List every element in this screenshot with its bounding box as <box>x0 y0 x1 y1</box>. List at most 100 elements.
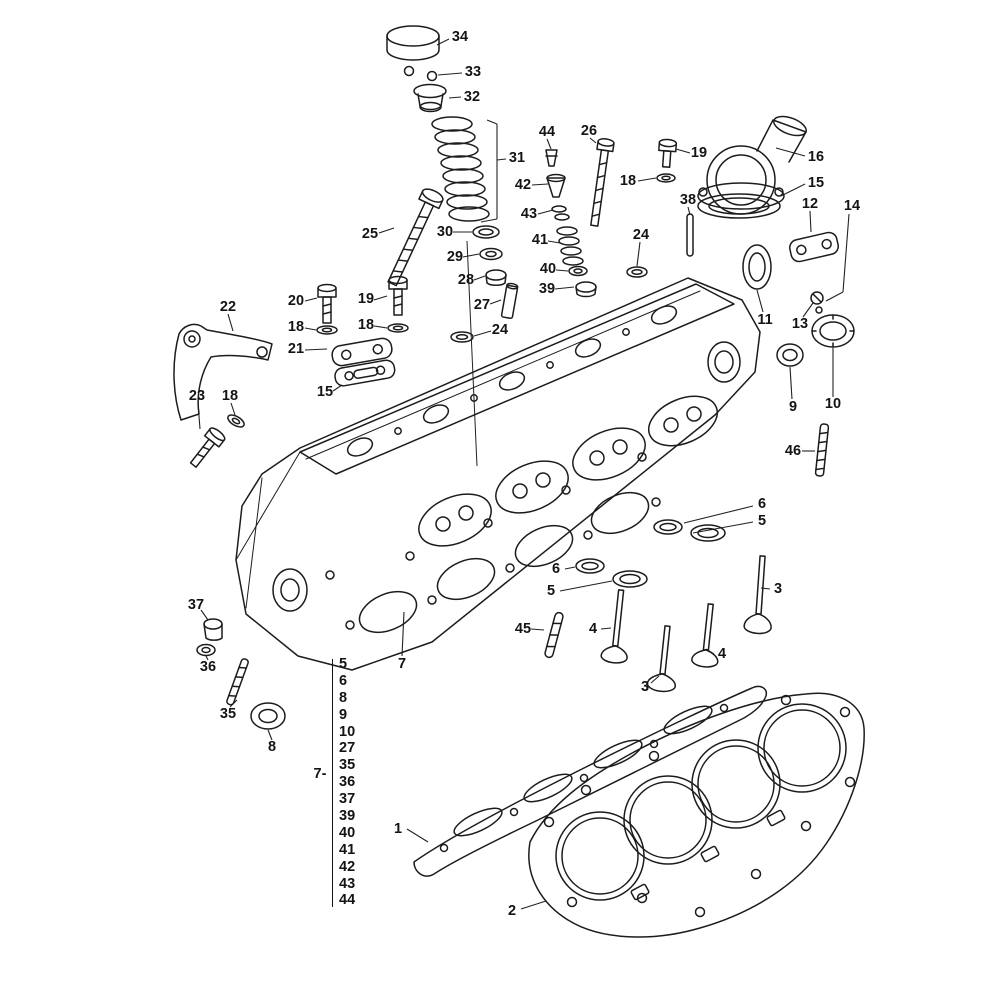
part-label-39: 39 <box>538 281 556 297</box>
part-list-bracket-line <box>332 659 338 907</box>
pin-38 <box>686 213 694 257</box>
part-label-4-left: 4 <box>588 621 598 637</box>
valve-keepers-33 <box>403 65 438 82</box>
part-list-item: 44 <box>339 892 356 909</box>
part-label-38: 38 <box>679 192 697 208</box>
bolt-23 <box>189 427 226 468</box>
washer-18-left-a <box>316 325 338 335</box>
spring-seat-40 <box>568 265 588 277</box>
valve-4-right <box>691 603 719 668</box>
part-list-item: 8 <box>339 689 348 706</box>
leader-lines <box>197 38 850 910</box>
shaft-seal-8 <box>250 702 286 730</box>
part-list-item: 5 <box>339 656 348 672</box>
head-gasket-1 <box>413 685 768 877</box>
valve-3-right <box>743 555 772 635</box>
cam-plug-34 <box>386 25 440 61</box>
bolt-25 <box>387 188 444 287</box>
thermostat-housing-16 <box>697 115 807 215</box>
washer-18-top <box>656 173 676 183</box>
bracket-22 <box>173 323 273 421</box>
part-label-18-c: 18 <box>357 317 375 333</box>
part-label-13: 13 <box>791 316 809 332</box>
part-label-43: 43 <box>520 206 538 222</box>
stud-35 <box>226 658 249 706</box>
part-label-23: 23 <box>188 388 206 404</box>
washer-18-bottom-left <box>227 414 245 428</box>
part-label-2: 2 <box>507 903 517 919</box>
valve-seat-5-left <box>612 570 648 588</box>
part-list-item: 40 <box>339 824 356 841</box>
valve-seat-6-left <box>575 558 605 574</box>
part-label-33: 33 <box>464 64 482 80</box>
part-label-31: 31 <box>508 150 526 166</box>
bolt-26 <box>590 138 615 227</box>
part-label-28: 28 <box>457 272 475 288</box>
stud-46 <box>814 423 830 477</box>
bolt-19-left <box>388 275 408 316</box>
cap-10 <box>811 314 855 348</box>
part-list-item: 42 <box>339 858 356 875</box>
head-gasket-2 <box>528 692 865 938</box>
part-list-item: 35 <box>339 757 356 774</box>
part-label-6-right: 6 <box>757 496 767 512</box>
part-label-7: 7 <box>397 656 407 672</box>
part-label-26: 26 <box>580 123 598 139</box>
part-label-29: 29 <box>446 249 464 265</box>
part-label-41: 41 <box>531 232 549 248</box>
seal-29 <box>479 247 503 261</box>
part-label-15-right: 15 <box>807 175 825 191</box>
part-label-22: 22 <box>219 299 237 315</box>
part-label-42: 42 <box>514 177 532 193</box>
valve-4-left <box>600 589 628 664</box>
bolt-19-top <box>658 138 678 168</box>
seal-11 <box>742 244 772 290</box>
part-label-19-top: 19 <box>690 145 708 161</box>
part-label-14: 14 <box>843 198 861 214</box>
part-label-18-b: 18 <box>287 319 305 335</box>
part-list-item: 43 <box>339 875 356 892</box>
part-label-32: 32 <box>463 89 481 105</box>
gasket-15-left <box>334 359 396 387</box>
part-label-40: 40 <box>539 261 557 277</box>
part-list-item: 9 <box>339 706 348 723</box>
part-label-18-a: 18 <box>619 173 637 189</box>
part-list-item: 36 <box>339 774 356 791</box>
closure-plate-21 <box>331 337 393 367</box>
part-list-item: 10 <box>339 723 356 740</box>
part-label-27: 27 <box>473 297 491 313</box>
part-label-44: 44 <box>538 124 556 140</box>
shims-43 <box>551 205 570 221</box>
part-label-24-right: 24 <box>632 227 650 243</box>
screw-13 <box>810 291 824 314</box>
seal-28 <box>485 269 507 286</box>
part-label-20: 20 <box>287 293 305 309</box>
part-list: 5 6 8 9 10 27 35 36 37 39 40 41 42 43 44 <box>339 656 355 909</box>
part-list-item: 6 <box>339 672 348 689</box>
ring-24-right <box>626 266 648 278</box>
part-label-34: 34 <box>451 29 469 45</box>
spring-retainer-42 <box>546 173 566 198</box>
valve-seat-6-right <box>653 519 683 535</box>
valve-guide-27 <box>500 282 519 320</box>
spring-seat-39 <box>575 281 597 298</box>
valve-stem-seal-32 <box>413 83 447 113</box>
part-label-3-center: 3 <box>640 679 650 695</box>
part-list-group-label: 7- <box>313 766 327 782</box>
part-label-1: 1 <box>393 821 403 837</box>
dowel-pin-45 <box>544 611 564 659</box>
part-label-24-left: 24 <box>491 322 509 338</box>
part-list-item: 41 <box>339 841 356 858</box>
part-label-19-left: 19 <box>357 291 375 307</box>
part-label-8: 8 <box>267 739 277 755</box>
cylinder-head-drawing <box>235 277 761 671</box>
valve-3-center <box>646 625 677 693</box>
part-label-46: 46 <box>784 443 802 459</box>
part-list-item: 39 <box>339 808 356 825</box>
part-label-9: 9 <box>788 399 798 415</box>
part-label-10: 10 <box>824 396 842 412</box>
cotter-44 <box>545 149 558 167</box>
o-ring-9 <box>776 343 804 367</box>
